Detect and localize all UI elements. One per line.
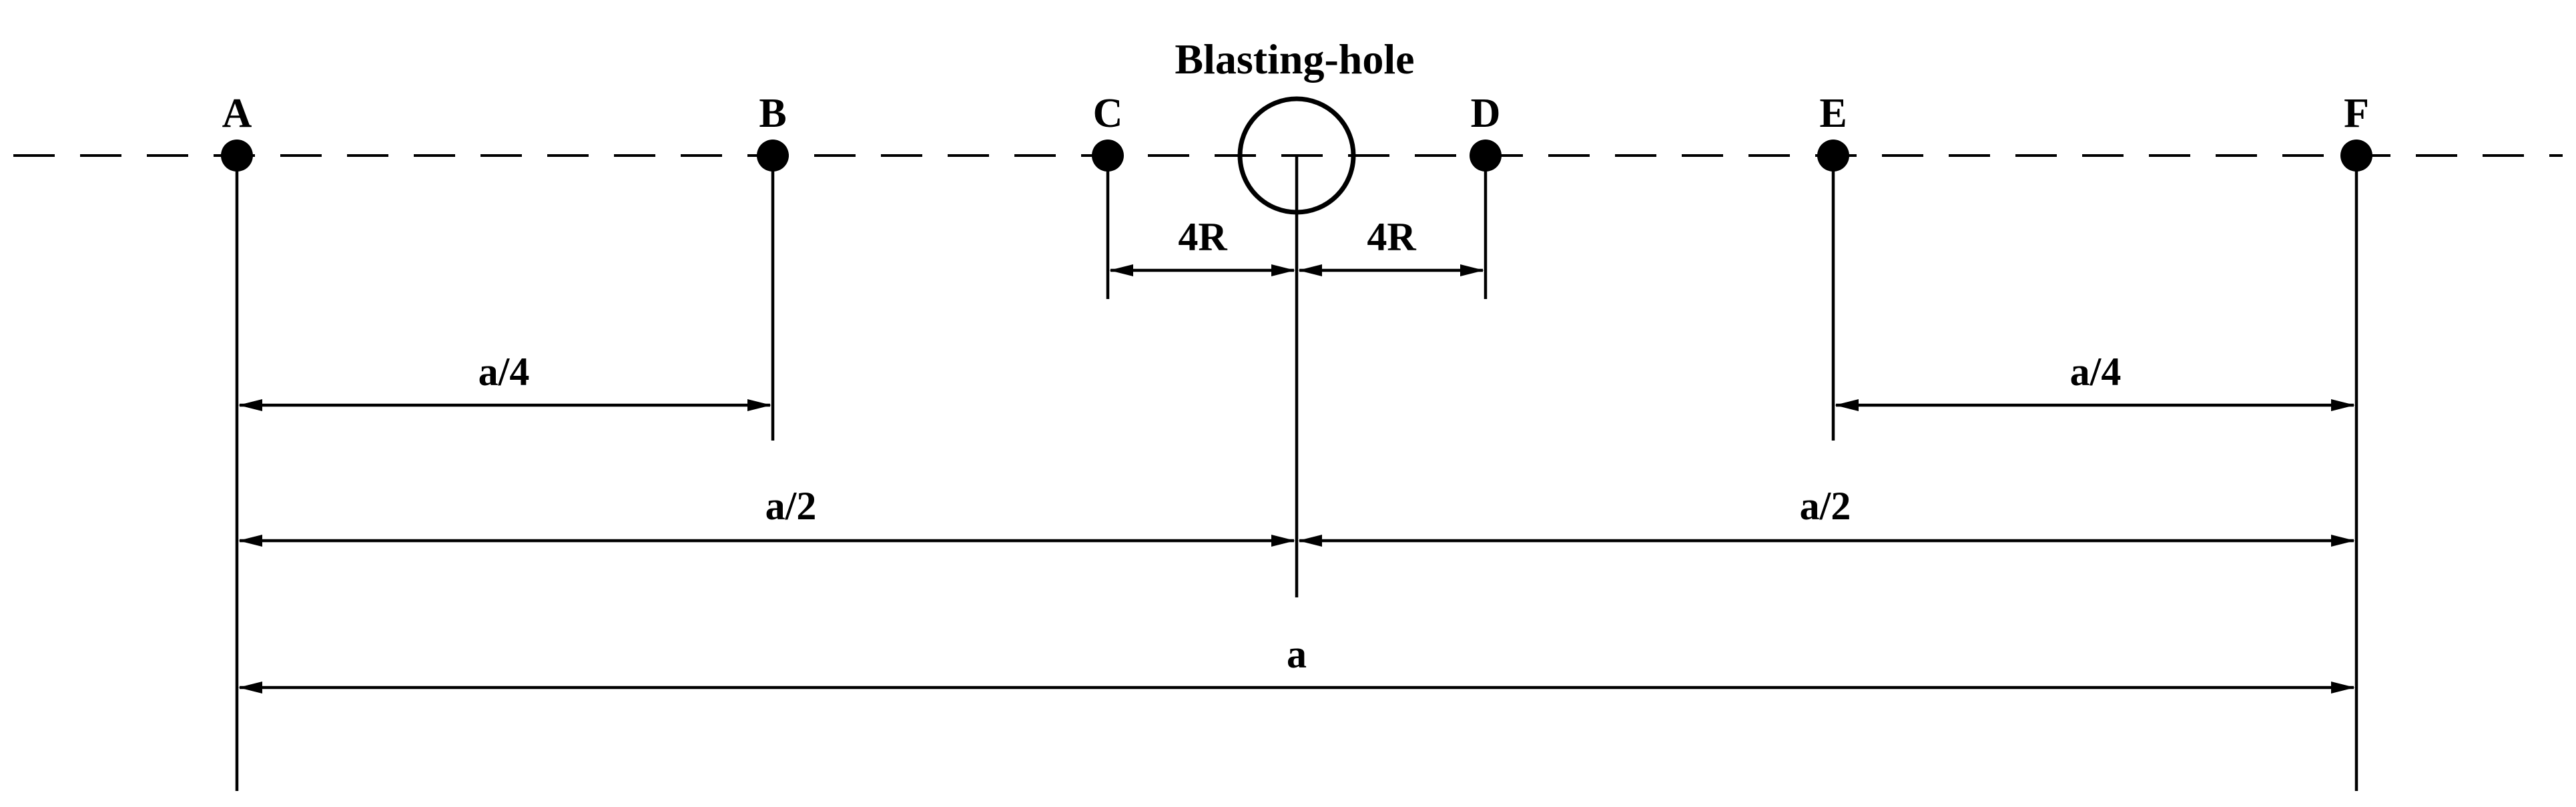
point-f-marker bbox=[2340, 140, 2372, 172]
point-c: C bbox=[1092, 91, 1124, 172]
point-f-label: F bbox=[2344, 91, 2369, 136]
point-e: E bbox=[1817, 91, 1849, 172]
point-a: A bbox=[221, 91, 253, 172]
dimension-label-a-b: a/4 bbox=[478, 350, 530, 394]
blasting-hole-circle bbox=[1237, 96, 1356, 215]
point-a-marker bbox=[221, 140, 253, 172]
point-d-label: D bbox=[1471, 91, 1501, 136]
point-d-marker bbox=[1470, 140, 1502, 172]
point-c-label: C bbox=[1093, 91, 1123, 136]
dimension-label-hole-f: a/2 bbox=[1800, 484, 1851, 528]
point-d: D bbox=[1470, 91, 1502, 172]
point-e-marker bbox=[1817, 140, 1849, 172]
dimension-label-c-hole: 4R bbox=[1178, 215, 1227, 259]
dimension-label-a-hole: a/2 bbox=[765, 484, 817, 528]
point-f: F bbox=[2340, 91, 2372, 172]
dimension-label-e-f: a/4 bbox=[2070, 350, 2122, 394]
point-c-marker bbox=[1092, 140, 1124, 172]
dimension-label-a-f: a bbox=[1287, 632, 1307, 676]
point-b-marker bbox=[757, 140, 789, 172]
dimension-label-hole-d: 4R bbox=[1367, 215, 1416, 259]
point-a-label: A bbox=[222, 91, 252, 136]
blasting-hole-label: Blasting-hole bbox=[1175, 35, 1414, 83]
point-b-label: B bbox=[759, 91, 786, 136]
point-b: B bbox=[757, 91, 789, 172]
point-e-label: E bbox=[1819, 91, 1847, 136]
